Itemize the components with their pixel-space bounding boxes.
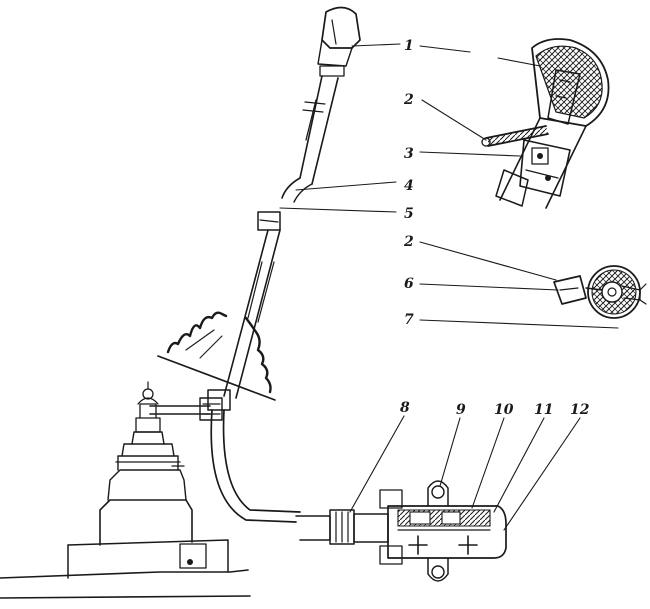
callout-1: 1 [404,38,414,54]
callout-4: 4 [404,178,414,194]
callout-3: 3 [404,146,414,162]
leader-lines [279,43,619,531]
knob-section-detail [481,38,610,209]
callout-2-mid: 2 [403,234,414,250]
callout-7: 7 [404,312,414,328]
slider-mechanism-detail [295,480,507,582]
callout-5: 5 [404,206,414,222]
gear-lever [207,6,361,523]
callout-11: 11 [534,402,553,418]
callout-12: 12 [570,402,590,418]
callout-10: 10 [494,402,514,418]
rubber-boot [157,311,276,401]
round-section-detail [553,265,647,319]
callout-8: 8 [400,400,410,416]
callout-9: 9 [456,402,466,418]
callout-2-top: 2 [403,92,414,108]
callout-6: 6 [404,276,414,292]
